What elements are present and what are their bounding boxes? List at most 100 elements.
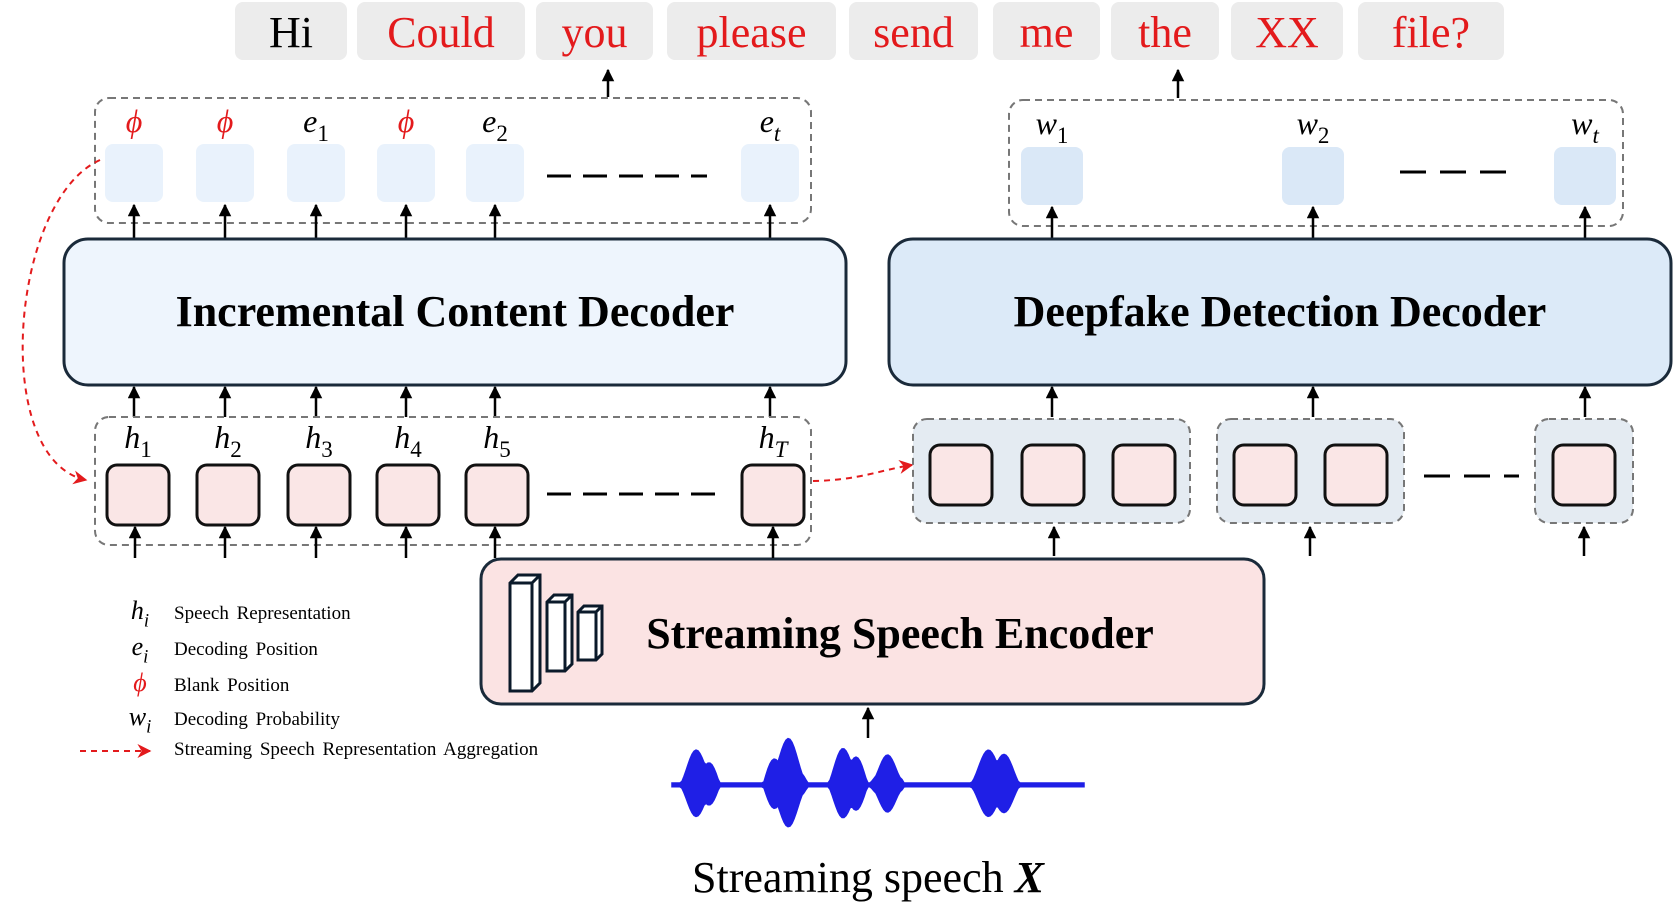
encoder-output-arrows — [128, 525, 1591, 558]
output-token-box — [667, 2, 836, 60]
output-token: me — [1020, 8, 1074, 57]
legend-symbol-subscript: i — [144, 610, 149, 631]
content-position-slot — [196, 144, 254, 202]
content-position-label: ϕ — [217, 103, 234, 139]
encoder-label: Streaming Speech Encoder — [646, 609, 1154, 658]
speech-rep-label: h3 — [305, 419, 333, 462]
speech-rep-label-symbol: h — [759, 419, 775, 455]
chunk-rep-box — [1020, 443, 1086, 507]
detection-position-label: w2 — [1297, 105, 1330, 148]
speech-rep-label-symbol: h — [214, 419, 230, 455]
speech-rep-box — [195, 463, 261, 527]
detection-position-label: w1 — [1036, 105, 1069, 148]
content-position-slot — [287, 144, 345, 202]
speech-rep-label-symbol: h — [305, 419, 321, 455]
chunk-rep-box — [1232, 443, 1298, 507]
detection-position-label-subscript: 2 — [1318, 122, 1330, 148]
output-token: the — [1138, 8, 1192, 57]
legend-label: Blank Position — [174, 675, 290, 696]
content-position-label-subscript: t — [774, 120, 781, 146]
speech-rep-box — [105, 463, 171, 527]
content-position-slot — [741, 144, 799, 202]
output-token-box — [1358, 2, 1504, 60]
speech-rep-label-subscript: 3 — [321, 436, 333, 462]
legend-label: Decoding Position — [174, 639, 318, 660]
aggregation-arrow-to-chunks — [812, 460, 914, 482]
speech-rep-label-subscript: 4 — [410, 436, 422, 462]
speech-rep-label-symbol: h — [124, 419, 140, 455]
legend-label: Speech Representation — [174, 603, 351, 624]
output-token: send — [873, 8, 954, 57]
aggregation-arrow-loop — [21, 159, 101, 485]
detection-position-label: wt — [1571, 105, 1599, 148]
incremental-content-decoder — [62, 237, 848, 387]
deepfake-detection-decoder — [887, 237, 1673, 387]
detection-position-slot — [1282, 147, 1344, 205]
speech-rep-label: h2 — [214, 419, 242, 462]
content-position-slot — [105, 144, 163, 202]
speech-rep-label: h1 — [124, 419, 152, 462]
content-position-label: et — [760, 103, 781, 146]
legend-symbol-symbol: w — [129, 702, 147, 731]
content-position-label-symbol: e — [760, 103, 774, 139]
detection-position-slot — [1021, 147, 1083, 205]
speech-rep-box — [286, 463, 352, 527]
chunk-rep-box — [1323, 443, 1389, 507]
speech-rep-label-subscript: 2 — [230, 436, 242, 462]
content-position-slot — [466, 144, 524, 202]
speech-rep-box — [464, 463, 530, 527]
output-token-box — [536, 2, 653, 60]
output-token-box — [1111, 2, 1219, 60]
output-token: you — [562, 8, 628, 57]
output-token: please — [697, 8, 807, 57]
speech-rep-label-subscript: T — [775, 436, 790, 462]
input-caption: Streaming speech X — [692, 853, 1046, 902]
content-position-label-symbol: ϕ — [217, 103, 234, 139]
legend-symbol-symbol: h — [131, 596, 144, 625]
speech-rep-box — [740, 463, 806, 527]
legend-symbol: hi — [131, 596, 149, 631]
streaming-speech-encoder — [479, 557, 1266, 706]
output-token-box — [1231, 2, 1343, 60]
speech-representation-group — [94, 416, 812, 546]
content-decoder-label: Incremental Content Decoder — [176, 287, 735, 336]
legend-label: Streaming Speech Representation Aggregat… — [174, 739, 539, 760]
output-token: Hi — [269, 8, 313, 57]
output-token: Could — [387, 8, 495, 57]
representation-chunks — [912, 418, 1634, 524]
content-position-label: ϕ — [398, 103, 415, 139]
speech-rep-label-symbol: h — [483, 419, 499, 455]
detection-position-label-symbol: w — [1571, 105, 1593, 141]
speech-rep-label-subscript: 1 — [140, 436, 152, 462]
legend-symbol-symbol: ϕ — [133, 668, 146, 697]
legend-symbol-subscript: i — [146, 716, 151, 737]
input-caption-variable: X — [1013, 853, 1046, 902]
input-caption-text: Streaming speech — [692, 853, 1015, 902]
output-token: file? — [1392, 8, 1470, 57]
detection-position-label-subscript: t — [1592, 122, 1599, 148]
speech-waveform — [671, 737, 1085, 828]
chunk-rep-box — [1551, 443, 1617, 507]
legend-symbol: wi — [129, 702, 152, 737]
content-position-label-subscript: 1 — [317, 120, 329, 146]
legend-symbol: ϕ — [133, 668, 146, 697]
detection-position-label-subscript: 1 — [1057, 122, 1069, 148]
chunk-rep-box — [928, 443, 994, 507]
content-position-label-symbol: e — [482, 103, 496, 139]
detection-position-group — [1008, 99, 1624, 227]
output-token-box — [993, 2, 1100, 60]
detection-position-slot — [1554, 147, 1616, 205]
output-token: XX — [1255, 8, 1319, 57]
encoder-layers-icon — [508, 573, 604, 693]
detection-decoder-label: Deepfake Detection Decoder — [1014, 287, 1547, 336]
output-token-box — [357, 2, 525, 60]
content-position-label: ϕ — [126, 103, 143, 139]
legend-symbol-symbol: e — [132, 632, 144, 661]
detection-position-label-symbol: w — [1297, 105, 1319, 141]
content-position-slot — [377, 144, 435, 202]
speech-rep-box — [375, 463, 441, 527]
speech-rep-label: hT — [759, 419, 790, 462]
